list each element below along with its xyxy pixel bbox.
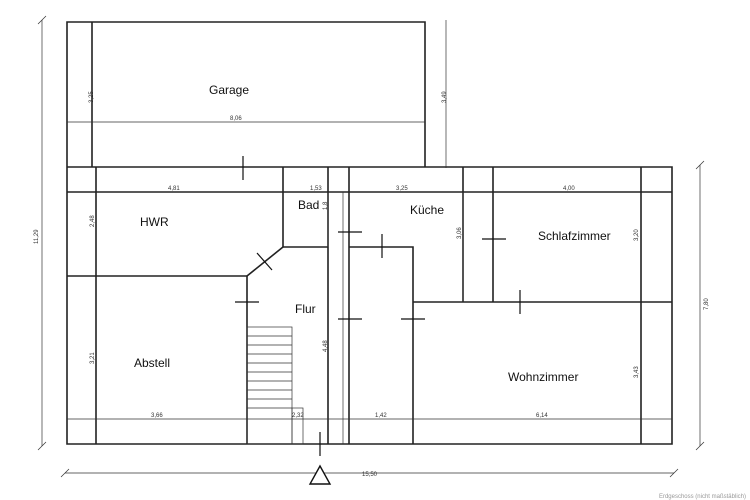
dim-right-height: 7,80 (704, 298, 710, 310)
dim-bad-width: 1,53 (310, 186, 322, 192)
dim-flur-width: 1,42 (375, 413, 387, 419)
dim-abstell-height: 3,21 (90, 352, 96, 364)
dim-hwr-height: 2,48 (90, 215, 96, 227)
room-label-hwr: HWR (140, 215, 169, 229)
garage-wall (66, 21, 426, 167)
room-label-schlafzimmer: Schlafzimmer (538, 229, 611, 243)
dim-abstell-width: 3,66 (151, 413, 163, 419)
room-label-wohnzimmer: Wohnzimmer (508, 370, 578, 384)
dim-garage-width: 8,06 (230, 116, 242, 122)
room-label-abstell: Abstell (134, 356, 170, 370)
dim-garage-height-right: 3,49 (442, 91, 448, 103)
dim-stair-width: 2,32 (292, 413, 304, 419)
dim-schlaf-width: 4,00 (563, 186, 575, 192)
dim-kueche-width: 3,25 (396, 186, 408, 192)
dim-hwr-width: 4,81 (168, 186, 180, 192)
dimension-lines (37, 15, 705, 478)
dim-garage-height-left: 3,25 (89, 91, 95, 103)
room-label-bad: Bad (298, 198, 319, 212)
dim-bad-depth: 1,8 (323, 201, 329, 210)
footer-note: Erdgeschoss (nicht maßstäblich) (658, 494, 746, 500)
dim-wohn-width: 6,14 (536, 413, 548, 419)
room-label-kueche: Küche (410, 203, 444, 217)
staircase (246, 326, 304, 445)
kueche-bottom-wall (349, 246, 414, 444)
dim-schlaf-height: 3,20 (634, 229, 640, 241)
door-hwr (256, 252, 273, 271)
dim-flur-height: 4,48 (323, 340, 329, 352)
dim-wohn-height: 3,43 (634, 366, 640, 378)
dim-kueche-height: 3,06 (457, 227, 463, 239)
room-label-garage: Garage (209, 83, 249, 97)
door-marks (235, 156, 521, 456)
house-outline (66, 166, 673, 445)
dim-total-width: 15,50 (362, 472, 378, 478)
entrance-arrow-icon (308, 464, 332, 485)
room-label-flur: Flur (295, 302, 316, 316)
dim-total-height: 11,29 (34, 229, 40, 244)
